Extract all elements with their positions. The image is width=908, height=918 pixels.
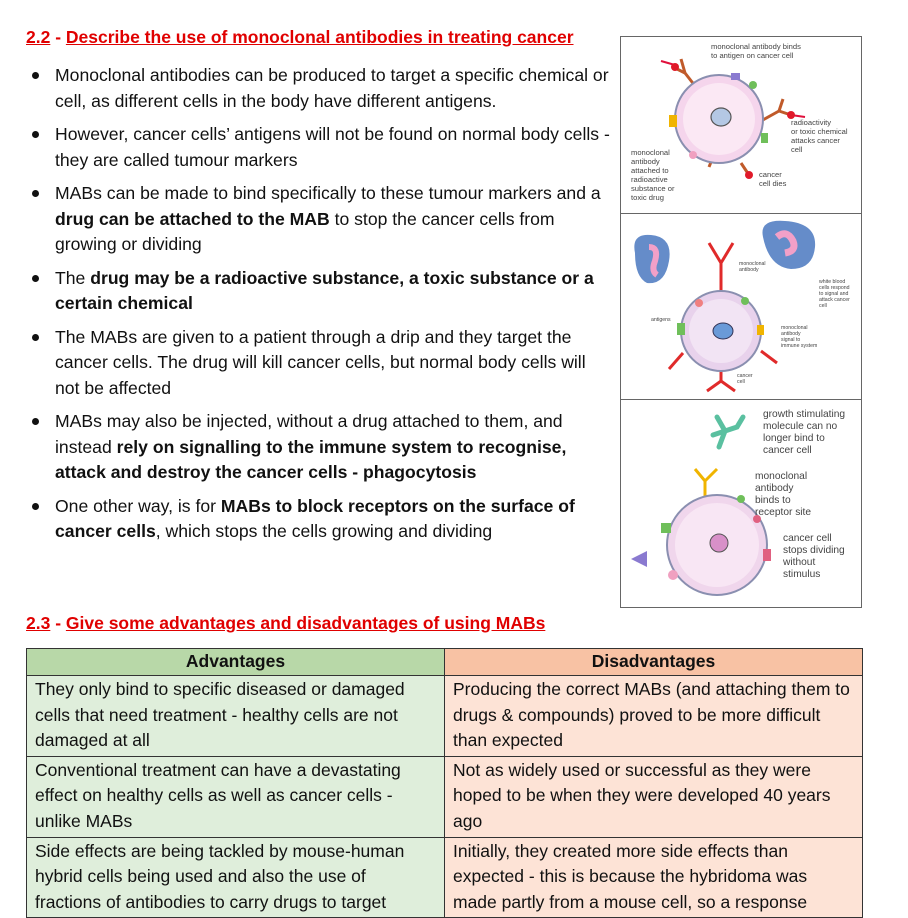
bullet-text: to stop the cancer cells from growing or… [55, 208, 555, 255]
bullet-bold-text: drug can be attached to the MAB [55, 208, 330, 229]
bullet-item: MABs can be made to bind specifically to… [26, 181, 610, 258]
disadvantage-cell: Producing the correct MABs (and attachin… [444, 675, 863, 757]
advantage-cell: They only bind to specific diseased or d… [26, 675, 445, 757]
label-antigens: antigens [651, 317, 671, 323]
bullet-item: The MABs are given to a patient through … [26, 325, 610, 402]
table-header-row: Advantages Disadvantages [26, 648, 863, 676]
bullet-text: The [55, 267, 91, 288]
bullet-text: Monoclonal antibodies can be produced to… [55, 65, 609, 111]
bullet-text: One other way, is for [55, 495, 221, 516]
bullet-text: , which stops the cells growing and divi… [155, 521, 493, 542]
disadvantage-cell: Not as widely used or successful as they… [444, 755, 863, 838]
bullet-item: One other way, is for MABs to block rece… [26, 494, 610, 545]
advantage-cell: Side effects are being tackled by mouse-… [26, 836, 445, 918]
bullet-text: MABs can be made to bind specifically to… [55, 182, 601, 203]
bullet-list: Monoclonal antibodies can be produced to… [26, 63, 610, 553]
bullet-item: The drug may be a radioactive substance,… [26, 266, 610, 317]
header-advantages: Advantages [26, 648, 445, 676]
bullet-item: However, cancer cells’ antigens will not… [26, 122, 610, 173]
bullet-item: Monoclonal antibodies can be produced to… [26, 63, 610, 114]
bullet-text: The MABs are given to a patient through … [55, 326, 586, 398]
bullet-bold-text: rely on signalling to the immune system … [55, 436, 567, 483]
advantage-cell: Conventional treatment can have a devast… [26, 755, 445, 838]
bullet-bold-text: MABs to block receptors on the surface o… [55, 495, 575, 542]
bullet-text: MABs may also be injected, without a dru… [55, 411, 563, 457]
table-row: Conventional treatment can have a devast… [26, 755, 863, 838]
section-heading-2-2: 2.2 - Describe the use of monoclonal ant… [26, 27, 574, 47]
bullet-bold-text: drug may be a radioactive substance, a t… [55, 267, 594, 314]
header-disadvantages: Disadvantages [444, 648, 863, 676]
bullet-text: However, cancer cells’ antigens will not… [55, 123, 610, 170]
advantages-table: Advantages Disadvantages They only bind … [26, 648, 863, 918]
table-row: Side effects are being tackled by mouse-… [26, 836, 863, 918]
table-row: They only bind to specific diseased or d… [26, 675, 863, 757]
bullet-item: MABs may also be injected, without a dru… [26, 409, 610, 486]
disadvantage-cell: Initially, they created more side effect… [444, 836, 863, 918]
section-heading-2-3: 2.3 - Give some advantages and disadvant… [26, 613, 546, 633]
